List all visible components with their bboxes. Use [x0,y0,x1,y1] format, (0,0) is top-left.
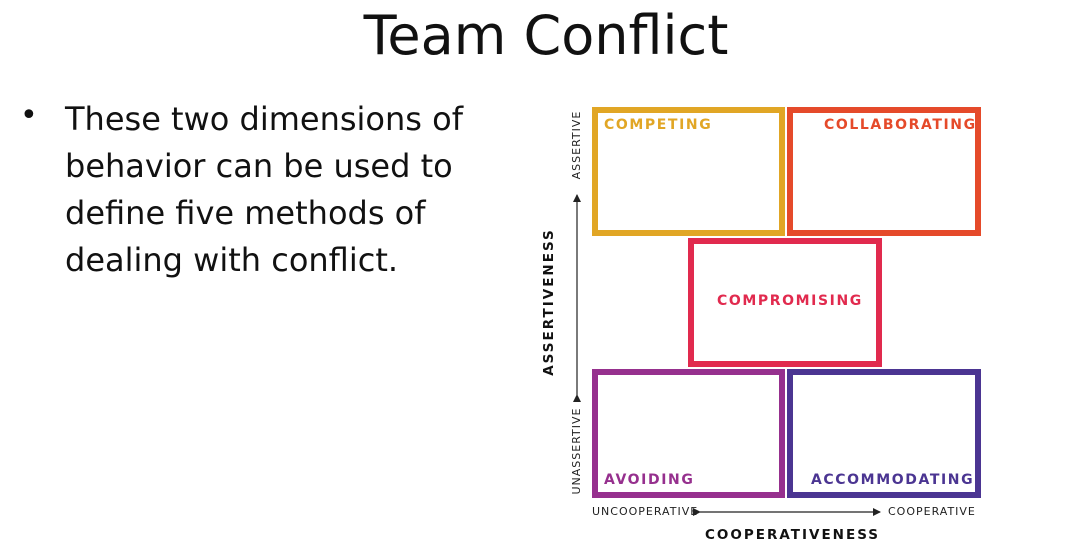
x-axis-low-label: UNCOOPERATIVE [592,505,699,518]
collaborating-box [787,107,981,236]
y-axis-high-label: ASSERTIVE [570,110,583,180]
y-axis-title: ASSERTIVENESS [541,228,557,376]
accommodating-label: ACCOMMODATING [811,472,975,488]
accommodating-box [787,369,981,498]
y-axis-low-label: UNASSERTIVE [570,407,583,495]
competing-label: COMPETING [604,117,713,133]
avoiding-box [592,369,785,498]
competing-box [592,107,785,236]
x-axis-high-label: COOPERATIVE [888,505,976,518]
bullet-text: These two dimensions of behavior can be … [65,100,463,279]
collaborating-label: COLLABORATING [824,117,977,133]
avoiding-label: AVOIDING [604,472,695,488]
slide-title: Team Conflict [363,4,729,67]
compromising-box [688,238,882,367]
bullet-dot: • [20,98,38,133]
compromising-label: COMPROMISING [717,293,863,309]
x-axis-title: COOPERATIVENESS [705,527,881,543]
